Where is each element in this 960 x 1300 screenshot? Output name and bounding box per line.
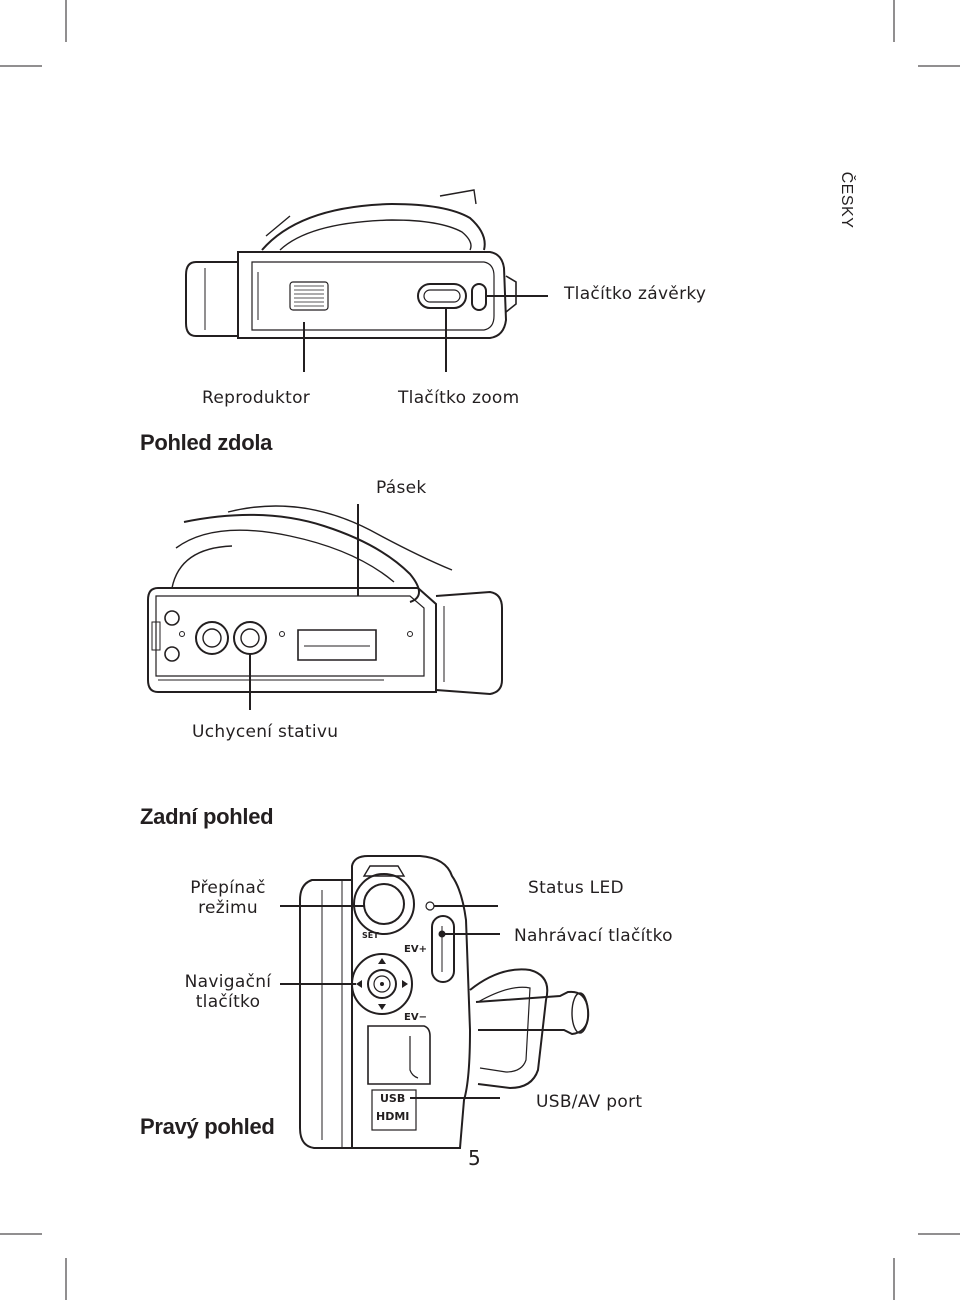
ev-minus-marking: EV− bbox=[404, 1012, 427, 1023]
label-mode-switch-line1: Přepínač bbox=[190, 878, 266, 898]
label-speaker: Reproduktor bbox=[202, 388, 311, 408]
label-mode-switch-line2: režimu bbox=[198, 898, 258, 918]
label-tripod-mount: Uchycení stativu bbox=[192, 722, 339, 742]
bottom-view-camera bbox=[185, 189, 548, 372]
language-tab: ČESKY bbox=[838, 171, 855, 229]
section-title-bottom-view: Pohled zdola bbox=[140, 430, 273, 455]
back-view-camera bbox=[147, 504, 503, 710]
label-usb-av-port: USB/AV port bbox=[536, 1092, 643, 1112]
section-title-back-view: Zadní pohled bbox=[140, 804, 274, 829]
label-zoom-button: Tlačítko zoom bbox=[398, 388, 520, 408]
label-mode-switch: Přepínač režimu bbox=[176, 878, 280, 918]
right-view-camera bbox=[280, 855, 590, 1149]
usb-marking: USB bbox=[380, 1092, 405, 1105]
ev-plus-marking: EV+ bbox=[404, 944, 427, 955]
label-strap: Pásek bbox=[376, 478, 427, 498]
label-navigation-button: Navigační tlačítko bbox=[176, 972, 280, 1012]
label-status-led: Status LED bbox=[528, 878, 624, 898]
set-marking: SET bbox=[362, 931, 379, 940]
section-title-right-view: Pravý pohled bbox=[140, 1114, 275, 1139]
label-navigation-line1: Navigační bbox=[184, 972, 272, 992]
hdmi-marking: HDMI bbox=[376, 1110, 409, 1123]
label-record-button: Nahrávací tlačítko bbox=[514, 926, 673, 946]
label-shutter-button: Tlačítko závěrky bbox=[564, 284, 707, 304]
label-navigation-line2: tlačítko bbox=[195, 992, 261, 1012]
page-number: 5 bbox=[468, 1146, 481, 1170]
